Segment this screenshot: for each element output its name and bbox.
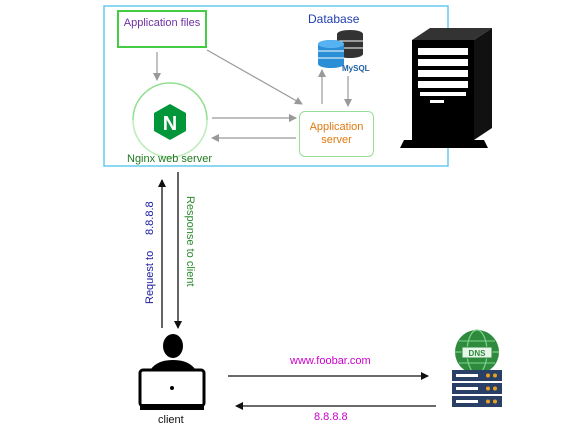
nginx-web-server-label: Nginx web server: [127, 153, 212, 165]
request-label: Request to: [144, 250, 156, 304]
response-label: Response to client: [184, 196, 196, 287]
database-title: Database: [308, 12, 360, 26]
database-icon: [318, 30, 363, 68]
application-files-label: Application files: [123, 17, 201, 29]
application-server-node: [299, 111, 374, 157]
application-server-label: Application server: [309, 121, 364, 146]
nginx-logo-letter: N: [163, 113, 177, 135]
internal-arrows: [153, 49, 352, 142]
nginx-logo-icon: N: [132, 82, 208, 158]
mysql-label: MySQL: [342, 64, 370, 73]
application-files-node: [117, 10, 207, 48]
dns-reply-label: 8.8.8.8: [314, 411, 348, 423]
client-label: client: [158, 414, 184, 426]
client-user-icon: [138, 334, 206, 410]
request-ip-label: 8.8.8.8: [144, 201, 156, 235]
dns-badge: DNS: [469, 349, 487, 358]
server-tower-icon: [400, 28, 492, 148]
dns-query-label: www.foobar.com: [290, 355, 371, 367]
server-region-outline: [103, 5, 449, 167]
dns-server-icon: DNS: [452, 329, 502, 407]
